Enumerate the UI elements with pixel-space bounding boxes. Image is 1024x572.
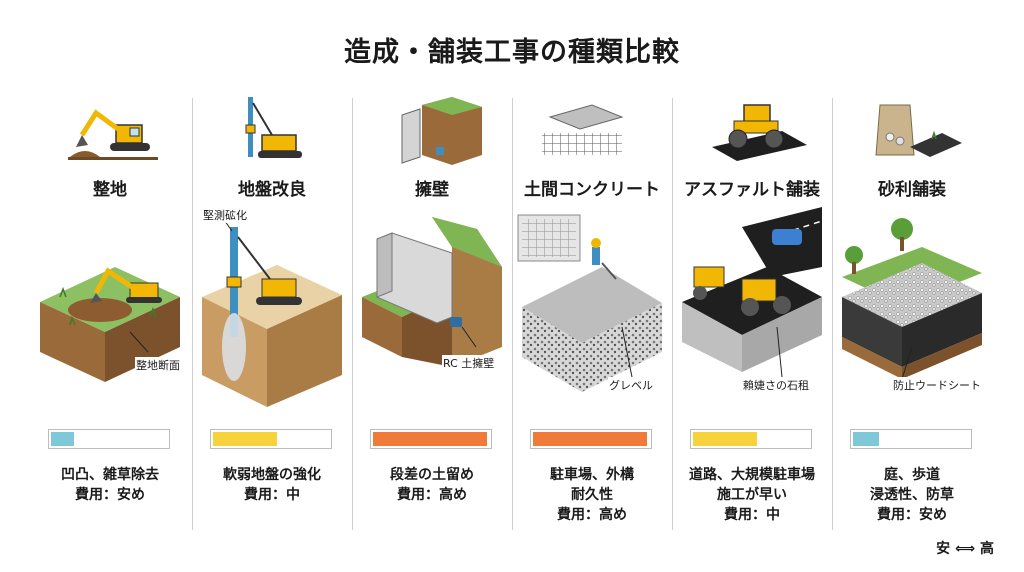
callout-label: 整地断面 [135, 357, 181, 373]
column-title: アスファルト舗装 [684, 180, 820, 200]
page-title: 造成・舗装工事の種類比較 [344, 37, 680, 68]
column-divider [672, 98, 673, 530]
column-description: 道路、大規模駐車場 施工が早い 費用：中 [689, 467, 815, 523]
cost-bar-fill [533, 432, 647, 446]
gravel-paving-illustration [842, 218, 982, 380]
callout-label: 賴婕さの石租 [742, 377, 810, 393]
legend-low-label: 安 [936, 541, 951, 557]
column-description: 軟弱地盤の強化 費用：中 [223, 467, 321, 503]
retaining-wall-icon [401, 97, 482, 165]
excavator-icon [68, 109, 158, 160]
column-divider [512, 98, 513, 530]
cost-bar [210, 429, 332, 449]
column-title: 地盤改良 [238, 180, 306, 200]
column-title: 土間コンクリート [524, 180, 660, 200]
cost-bar [48, 429, 170, 449]
retaining-wall-illustration [362, 217, 502, 367]
gravel-bag-icon [875, 104, 962, 157]
cost-bar [690, 429, 812, 449]
column-description: 凹凸、雑草除去 費用：安め [61, 467, 159, 503]
land-leveling-illustration [40, 267, 180, 382]
callout-label: RC 土擁壁 [442, 355, 496, 371]
cost-bar [370, 429, 492, 449]
asphalt-paving-illustration [682, 207, 823, 378]
column-title: 整地 [93, 180, 127, 200]
legend-arrow-icon: ⟺ [955, 541, 976, 557]
pile-driver-icon [245, 97, 302, 158]
road-roller-icon [712, 104, 807, 161]
cost-bar-fill [373, 432, 487, 446]
cost-bar-fill [51, 432, 74, 446]
column-concrete-slab: 土間コンクリート グレベル 駐車場、外構 耐久性 費用：高め [512, 95, 672, 533]
column-description: 段差の土留め 費用：高め [390, 467, 474, 503]
column-asphalt-paving: アスファルト舗装 賴婕さの石租 道路、大規模駐車場 施工が早い 費用：中 [672, 95, 832, 533]
cost-bar-fill [853, 432, 879, 446]
concrete-slab-illustration [517, 214, 662, 392]
column-gravel-paving: 砂利舗装 防止ウードシート 庭、歩道 浸透性、防草 費用：安め [832, 95, 992, 533]
legend-high-label: 高 [980, 541, 994, 557]
column-description: 庭、歩道 浸透性、防草 費用：安め [870, 467, 954, 523]
cost-legend: 安 ⟺ 高 [936, 538, 994, 558]
column-divider [352, 98, 353, 530]
column-title: 擁壁 [415, 180, 449, 200]
callout-label: 防止ウードシート [892, 377, 982, 393]
column-land-leveling: 整地 整地断面 凹凸、雑草除去 費用：安め [30, 95, 190, 533]
column-divider [832, 98, 833, 530]
column-divider [192, 98, 193, 530]
cost-bar-fill [693, 432, 757, 446]
column-title: 砂利舗装 [878, 180, 946, 200]
column-description: 駐車場、外構 耐久性 費用：高め [550, 467, 634, 523]
column-retaining-wall: 擁壁 RC 土擁壁 段差の土留め 費用：高め [352, 95, 512, 533]
cost-bar [530, 429, 652, 449]
ground-improvement-illustration [202, 216, 342, 407]
callout-label: グレベル [608, 377, 654, 393]
concrete-slab-icon [542, 104, 624, 155]
callout-label: 堅測砿化 [202, 207, 248, 223]
cost-bar [850, 429, 972, 449]
column-ground-improvement: 地盤改良 堅測砿化 軟弱地盤の強化 費用：中 [192, 95, 352, 533]
cost-bar-fill [213, 432, 277, 446]
